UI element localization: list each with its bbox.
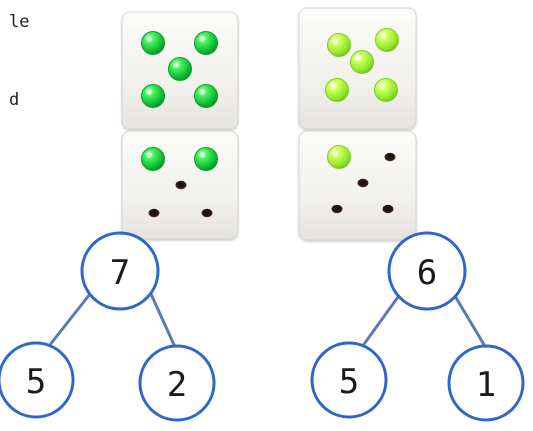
left-bottom-hole-2 — [148, 208, 160, 218]
right-top-bead-1-shine — [332, 38, 338, 44]
left-top-bead-2-shine — [199, 36, 205, 42]
right-bottom-hole-2 — [357, 178, 369, 188]
right-bottom-hole-3 — [331, 204, 343, 214]
right-bottom-die-face — [298, 130, 417, 241]
right-top-bead-5-shine — [379, 83, 385, 89]
left-bottom-die-holes — [148, 180, 213, 218]
right-part-number-right: 1 — [476, 365, 496, 405]
right-bottom-die-highlight — [303, 135, 412, 144]
right-bottom-hole-4 — [382, 204, 394, 214]
right-top-bead-3-body — [350, 50, 374, 74]
right-part-circle-right — [447, 344, 525, 422]
left-bottom-die-highlight — [126, 135, 234, 144]
left-top-bead-1-shine — [146, 36, 152, 42]
right-top-bead-3-shine — [355, 55, 361, 61]
left-bottom-bead-1 — [141, 147, 165, 171]
left-top-bead-4-body — [141, 84, 165, 108]
left-top-bead-4-shine — [146, 89, 152, 95]
left-top-bead-1-body — [141, 31, 165, 55]
left-top-bead-5 — [194, 84, 218, 108]
left-bottom-bead-2 — [194, 147, 218, 171]
right-part-number-left: 5 — [339, 362, 359, 402]
left-top-die-beads — [141, 31, 218, 108]
right-bottom-die — [298, 130, 417, 241]
left-bottom-bead-1-body — [141, 147, 165, 171]
left-bottom-bead-2-body — [194, 147, 218, 171]
left-whole-circle — [80, 231, 160, 311]
right-top-bead-2 — [375, 28, 399, 52]
left-part-circle-left — [0, 341, 75, 419]
left-top-bead-3-body — [168, 57, 192, 81]
left-branch-line-left — [47, 292, 92, 348]
right-bottom-die-holes — [331, 152, 396, 214]
left-part-number-left: 5 — [26, 362, 46, 402]
right-top-bead-3 — [350, 50, 374, 74]
right-whole-circle — [387, 231, 467, 311]
right-bottom-bead-1-shine — [332, 150, 338, 156]
right-top-bead-4 — [325, 78, 349, 102]
right-top-bead-2-body — [375, 28, 399, 52]
left-top-bead-2 — [194, 31, 218, 55]
right-bottom-die-beads — [327, 145, 351, 169]
left-branch-line-right — [149, 292, 177, 349]
left-top-bead-5-body — [194, 84, 218, 108]
left-part-number-right: 2 — [167, 365, 187, 405]
right-top-die-beads — [325, 28, 399, 102]
left-whole-number: 7 — [110, 253, 130, 293]
left-top-bead-4 — [141, 84, 165, 108]
right-number-bond: 6 5 1 — [310, 231, 525, 422]
right-top-bead-1 — [327, 33, 351, 57]
right-whole-number: 6 — [417, 253, 437, 293]
right-bottom-hole-1 — [384, 152, 396, 162]
right-bottom-bead-1 — [327, 145, 351, 169]
right-top-bead-4-shine — [330, 83, 336, 89]
left-bottom-hole-3 — [201, 208, 213, 218]
right-dice-group: 6 5 1 — [298, 7, 525, 422]
right-top-bead-2-shine — [380, 33, 386, 39]
left-top-bead-1 — [141, 31, 165, 55]
left-bottom-bead-1-shine — [146, 152, 152, 158]
right-top-bead-5 — [374, 78, 398, 102]
left-bottom-bead-2-shine — [199, 152, 205, 158]
cropped-text-line-1: le — [9, 12, 30, 32]
left-bottom-hole-1 — [175, 180, 187, 190]
right-top-die-highlight — [303, 12, 412, 22]
cropped-text-line-2: d — [9, 90, 20, 110]
right-bottom-bead-1-body — [327, 145, 351, 169]
right-part-circle-left — [310, 341, 388, 419]
left-top-die-highlight — [126, 16, 234, 26]
left-top-bead-3-shine — [173, 62, 179, 68]
right-top-bead-4-body — [325, 78, 349, 102]
left-dice-group: 7 5 2 — [0, 11, 239, 422]
left-part-circle-right — [138, 344, 216, 422]
left-number-bond: 7 5 2 — [0, 231, 216, 422]
right-branch-line-right — [453, 294, 488, 350]
right-branch-line-left — [360, 295, 400, 349]
right-top-bead-5-body — [374, 78, 398, 102]
left-bottom-die-beads — [141, 147, 218, 171]
left-top-bead-5-shine — [199, 89, 205, 95]
left-top-bead-3 — [168, 57, 192, 81]
left-top-bead-2-body — [194, 31, 218, 55]
right-top-bead-1-body — [327, 33, 351, 57]
